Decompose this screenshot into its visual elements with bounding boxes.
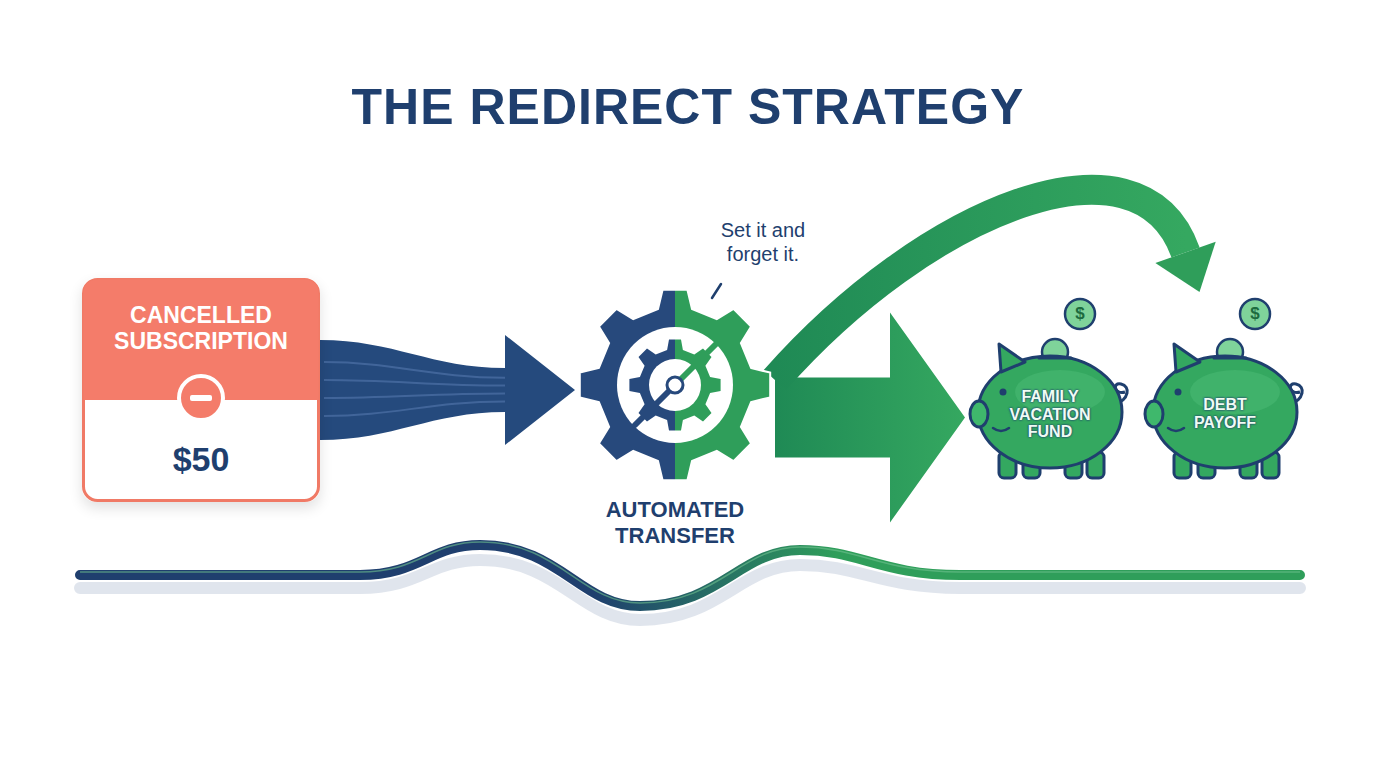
flow-streak — [324, 362, 505, 378]
gear-hole — [617, 327, 733, 443]
pig-smile — [993, 428, 1009, 431]
flow-curve — [775, 190, 1186, 380]
callout-leader — [712, 284, 721, 298]
gear-pin — [667, 377, 683, 393]
pig-eye — [1000, 389, 1007, 396]
node-label: DEBT PAYOFF — [1175, 396, 1275, 431]
arrow-head — [1155, 242, 1215, 292]
coin-slot — [1214, 357, 1246, 360]
pig-ear — [999, 344, 1025, 372]
flow-arrow — [775, 190, 1216, 380]
pig-snout — [970, 401, 988, 427]
flow-streak — [324, 380, 505, 386]
flow-streak — [324, 401, 505, 416]
coin — [1065, 299, 1095, 329]
minus-icon — [179, 376, 223, 420]
node-label: AUTOMATED TRANSFER — [555, 497, 795, 550]
subscription-card: CANCELLED SUBSCRIPTION $50 — [82, 278, 320, 502]
pig-eye — [1175, 389, 1182, 396]
flow-arrow — [320, 335, 575, 445]
flow-band — [320, 335, 575, 445]
transfer-gear: AUTOMATED TRANSFER — [575, 285, 775, 550]
wave-highlight — [80, 542, 1300, 603]
gear-icon — [575, 285, 775, 485]
coin-symbol: $ — [1066, 300, 1094, 328]
pig-smile — [1168, 428, 1184, 431]
callout-note: Set it and forget it. — [698, 218, 828, 266]
savings-pig: DEBT PAYOFF — [1140, 292, 1310, 484]
node-value: $50 — [82, 440, 320, 479]
node-label: FAMILY VACATION FUND — [1000, 388, 1100, 441]
coin-symbol: $ — [1241, 300, 1269, 328]
diagram-title: THE REDIRECT STRATEGY — [0, 78, 1376, 136]
gear-inner — [629, 339, 720, 430]
pig-body — [1153, 356, 1297, 468]
pig-body — [978, 356, 1122, 468]
wave-shadow — [80, 560, 1300, 620]
coin-slot — [1039, 357, 1071, 360]
wave-line — [80, 545, 1300, 606]
piggy-bank — [1140, 292, 1310, 484]
pig-snout — [1145, 401, 1163, 427]
minus-bar — [190, 395, 212, 401]
gear-outer — [580, 290, 770, 480]
coin — [1240, 299, 1270, 329]
pig-ear — [1174, 344, 1200, 372]
flow-streak — [324, 394, 505, 398]
savings-pig: FAMILY VACATION FUND — [965, 292, 1135, 484]
node-label: CANCELLED SUBSCRIPTION — [82, 302, 320, 355]
